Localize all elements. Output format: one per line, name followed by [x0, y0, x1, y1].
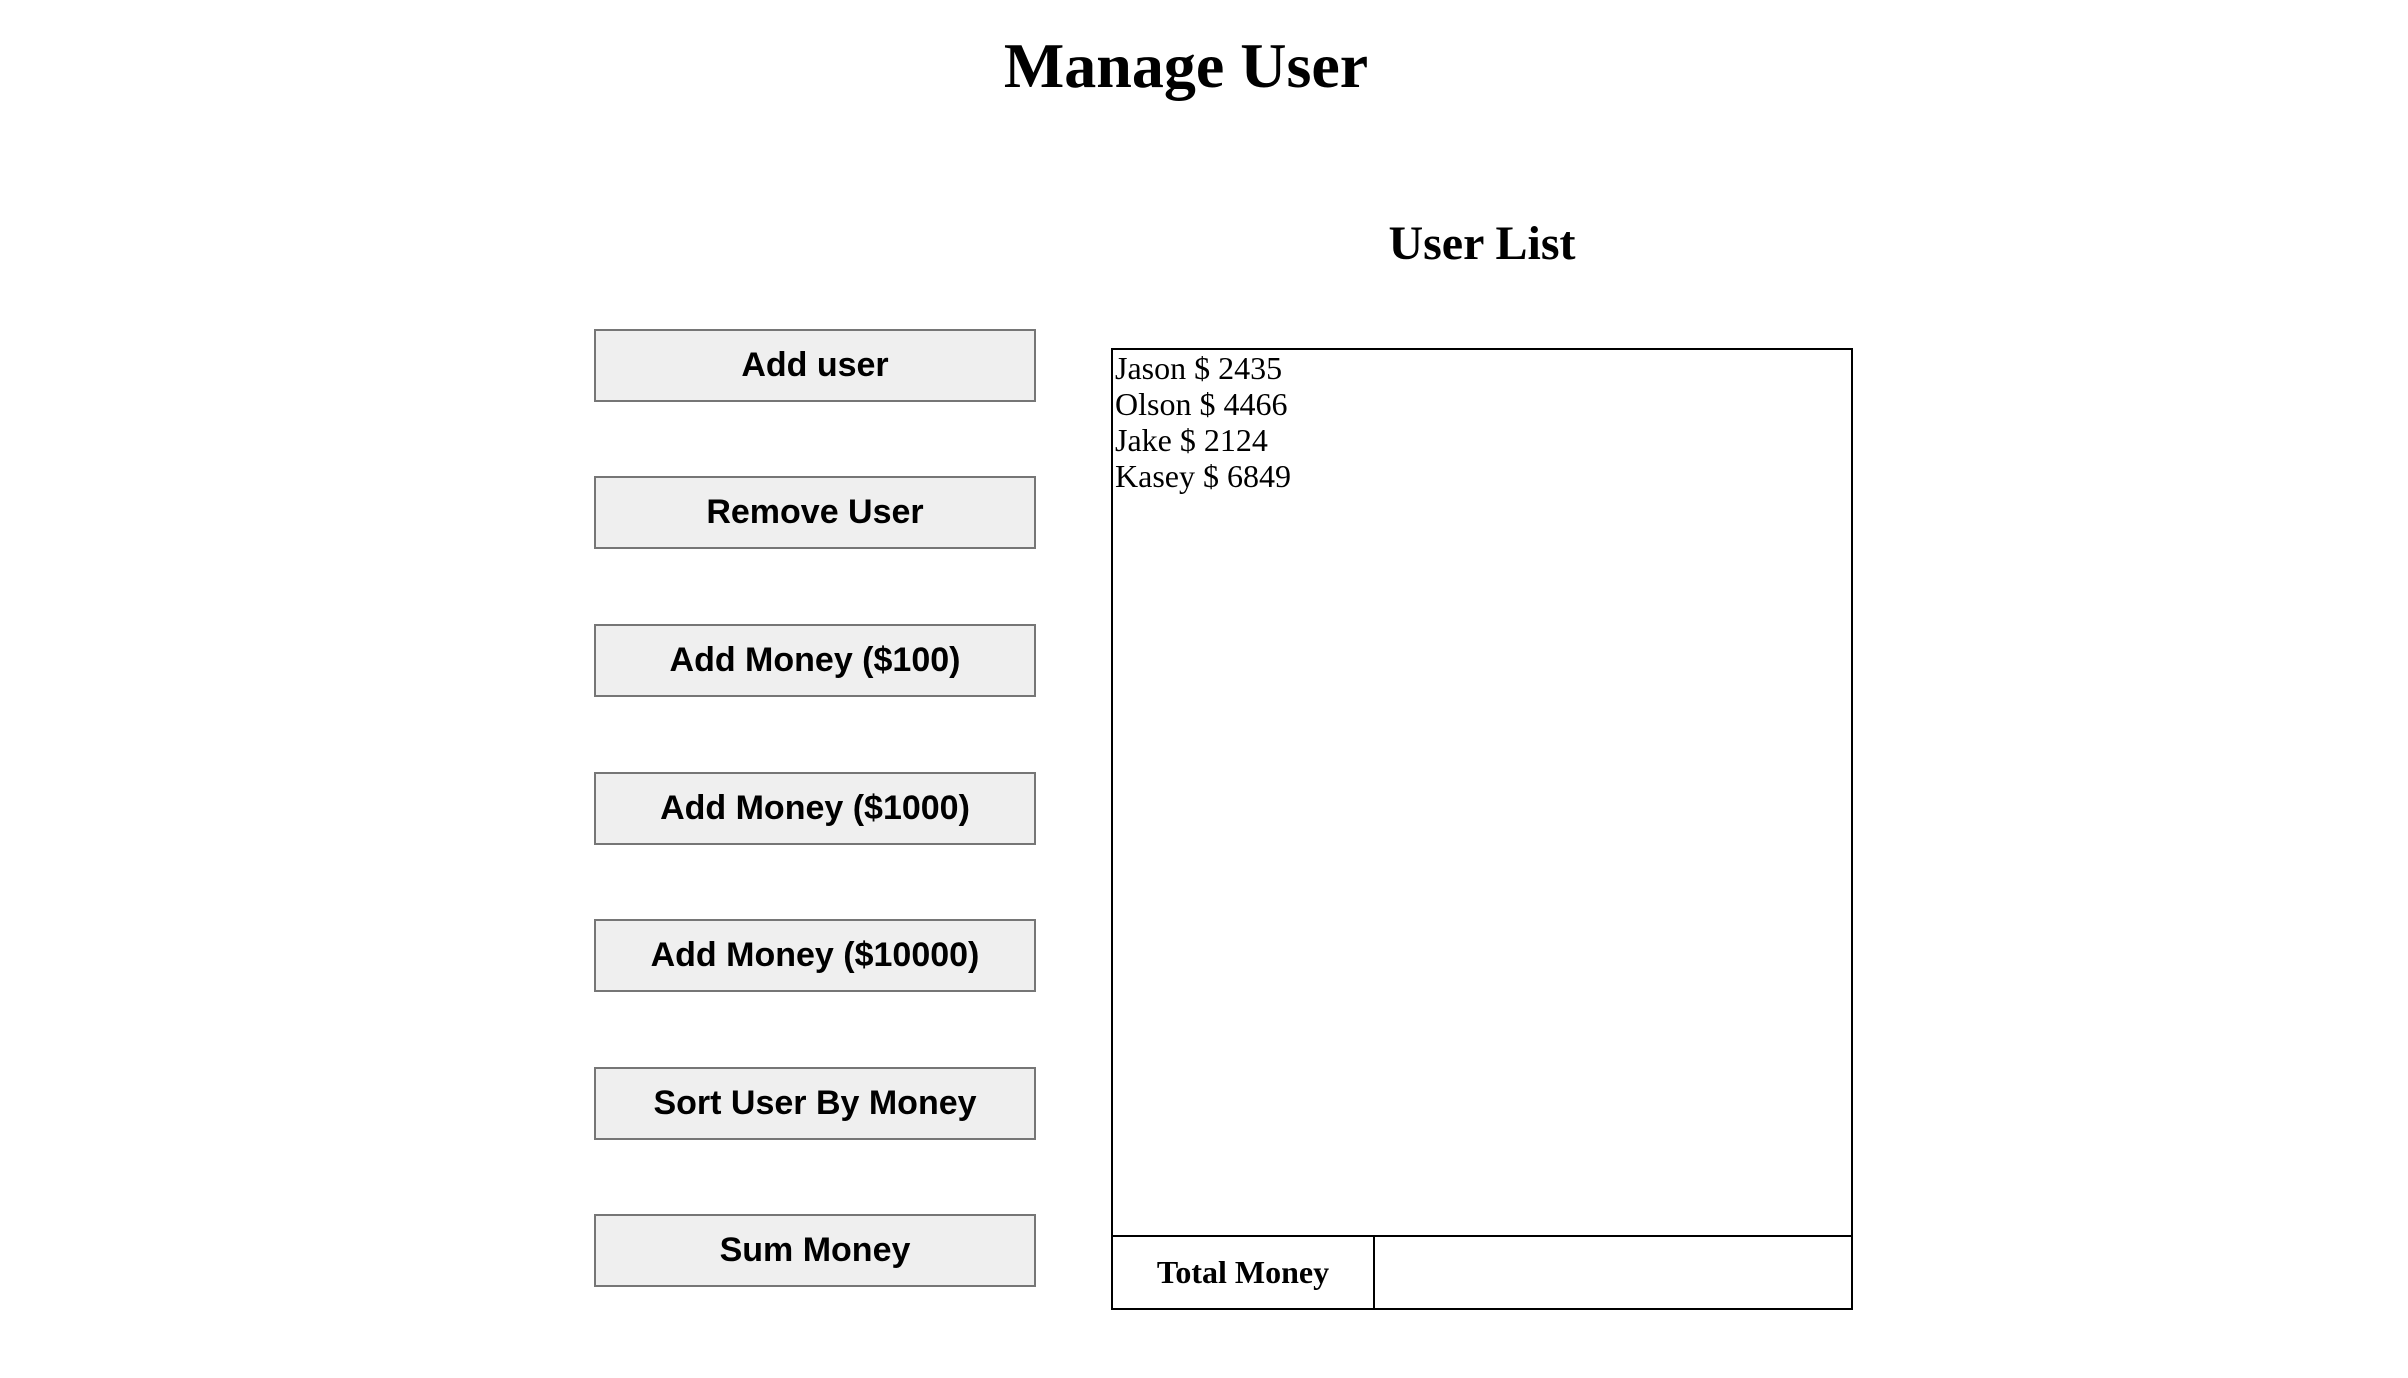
user-list-item: Jake $ 2124	[1115, 422, 1268, 458]
add-money-10000-button[interactable]: Add Money ($10000)	[594, 919, 1036, 992]
page-title: Manage User	[1003, 30, 1369, 101]
sort-user-by-money-button[interactable]: Sort User By Money	[594, 1067, 1036, 1140]
user-list-item: Olson $ 4466	[1115, 386, 1288, 422]
sum-money-button[interactable]: Sum Money	[594, 1214, 1036, 1287]
add-user-button[interactable]: Add user	[594, 329, 1036, 402]
total-money-row: Total Money	[1111, 1235, 1853, 1310]
user-list-item: Jason $ 2435	[1115, 350, 1283, 386]
remove-user-button[interactable]: Remove User	[594, 476, 1036, 549]
add-money-1000-button[interactable]: Add Money ($1000)	[594, 772, 1036, 845]
total-money-label: Total Money	[1111, 1235, 1375, 1310]
user-list-title: User List	[1388, 217, 1576, 270]
add-money-100-button[interactable]: Add Money ($100)	[594, 624, 1036, 697]
user-list-item: Kasey $ 6849	[1115, 458, 1291, 494]
total-money-value	[1373, 1235, 1853, 1310]
user-list: Jason $ 2435 Olson $ 4466 Jake $ 2124 Ka…	[1111, 348, 1853, 1236]
total-money-table: Total Money	[1111, 1235, 1853, 1310]
